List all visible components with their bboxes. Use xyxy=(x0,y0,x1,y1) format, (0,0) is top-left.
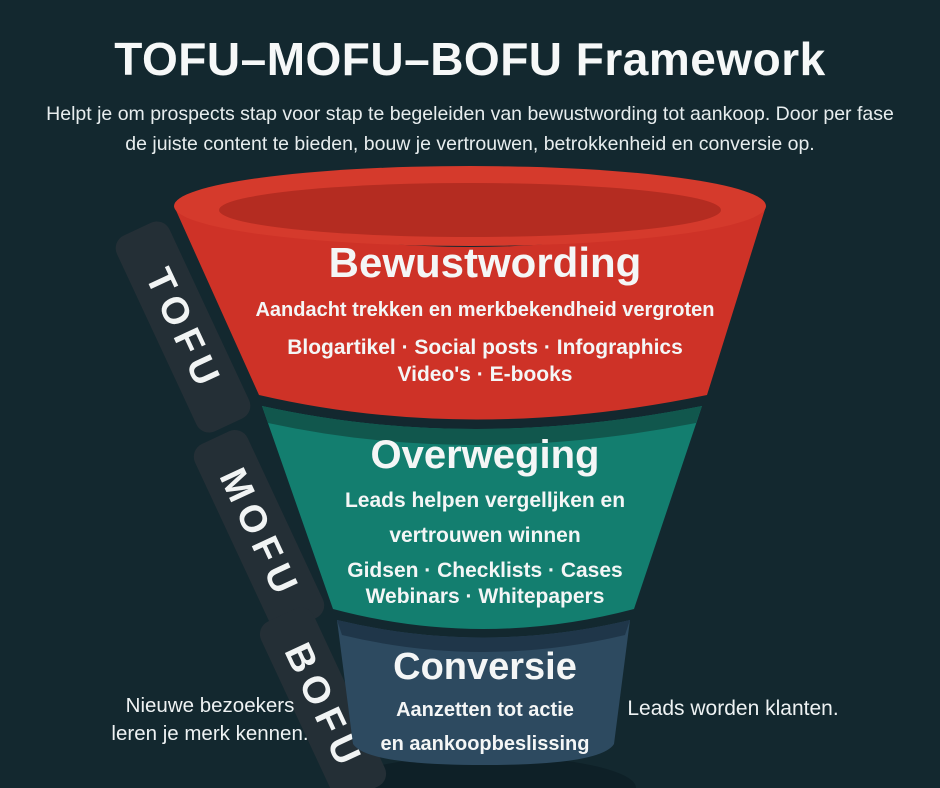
stage-conversion-top-shade xyxy=(337,620,630,652)
bofu-pill-shape xyxy=(259,607,387,788)
annotation-left: Nieuwe bezoekers leren je merk kennen. xyxy=(80,692,340,748)
stage-conversion-body xyxy=(337,620,630,765)
annotation-left-line2: leren je merk kennen. xyxy=(111,722,309,745)
funnel-bottom-shadow xyxy=(336,756,636,788)
stage-consideration-text: Overweging Leads helpen vergelljken en v… xyxy=(205,432,765,610)
tofu-pill-shape xyxy=(115,221,251,433)
stage-awareness-title: Bewustwording xyxy=(328,239,642,286)
stage-consideration-items-line1: Gidsen · Checklists · Cases xyxy=(347,559,623,582)
stage-awareness-description: Aandacht trekken en merkbekendheid vergr… xyxy=(255,299,715,321)
stage-conversion-title: Conversie xyxy=(393,646,577,688)
stage-consideration-body xyxy=(262,406,702,629)
stage-awareness-items-line2: Video's · E-books xyxy=(397,363,573,386)
stage-consideration-items-line2: Webinars · Whitepapers xyxy=(365,585,605,608)
stage-consideration-description-line1: Leads helpen vergelljken en xyxy=(344,489,626,512)
page-subtitle: Helpt je om prospects stap voor stap te … xyxy=(0,99,940,159)
stage-conversion-description-line1: Aanzetten tot actie xyxy=(396,699,574,721)
stage-consideration-title: Overweging xyxy=(370,433,600,477)
stage-conversion-text: Conversie Aanzetten tot actie en aankoop… xyxy=(205,645,765,757)
annotation-left-line1: Nieuwe bezoekers xyxy=(125,694,295,717)
page-title: TOFU–MOFU–BOFU Framework xyxy=(114,33,826,85)
stage-awareness-items-line1: Blogartikel · Social posts · Infographic… xyxy=(287,336,683,359)
mofu-pill-shape xyxy=(193,429,325,633)
stage-consideration-description-line2: vertrouwen winnen xyxy=(389,524,581,547)
subtitle-line-2: de juiste content te bieden, bouw je ver… xyxy=(125,133,815,155)
stage-consideration-top-shade xyxy=(262,406,702,445)
subtitle-line-1: Helpt je om prospects stap voor stap te … xyxy=(46,103,894,125)
stage-awareness-body xyxy=(174,206,766,420)
stage-conversion-description-line2: en aankoopbeslissing xyxy=(380,733,590,755)
annotation-right: Leads worden klanten. xyxy=(627,697,839,720)
stage-awareness-rim-inner xyxy=(219,183,721,237)
stage-awareness-text: Bewustwording Aandacht trekken en merkbe… xyxy=(205,240,765,388)
